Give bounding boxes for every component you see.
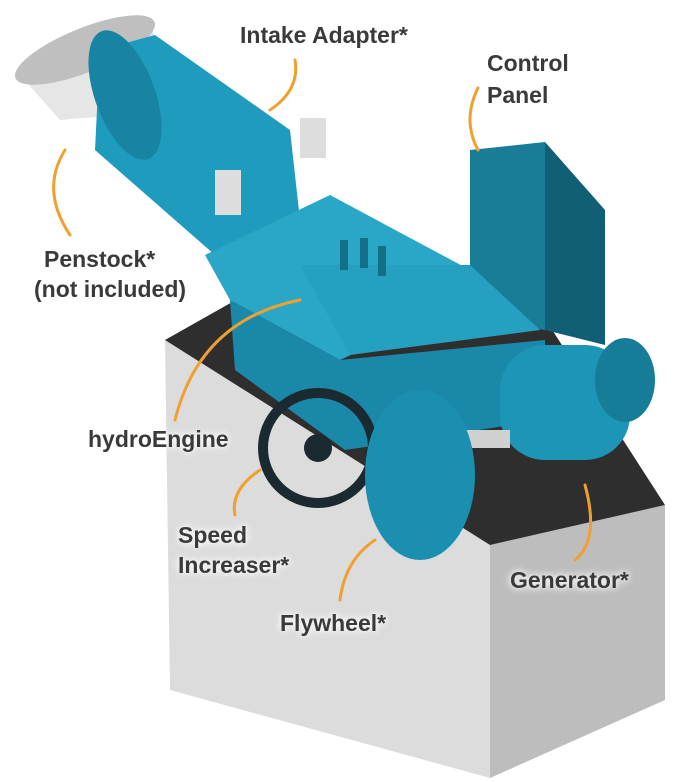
label-hydroengine: hydroEngine bbox=[88, 426, 229, 452]
label-speed-increaser-line2: Increaser* bbox=[178, 552, 290, 578]
intake-adapter bbox=[88, 30, 326, 255]
hydroengine-body bbox=[205, 195, 545, 450]
label-penstock-line1: Penstock* bbox=[44, 246, 156, 272]
flywheel bbox=[365, 390, 475, 560]
concrete-foundation-side bbox=[490, 505, 665, 778]
label-control-panel-line1: Control bbox=[487, 50, 569, 76]
label-flywheel: Flywheel* bbox=[280, 610, 387, 636]
generator bbox=[440, 338, 655, 460]
label-intake-adapter: Intake Adapter* bbox=[240, 22, 408, 48]
label-control-panel-line2: Panel bbox=[487, 82, 549, 108]
label-generator: Generator* bbox=[510, 567, 629, 593]
concrete-foundation-front bbox=[165, 340, 490, 778]
label-speed-increaser-line1: Speed bbox=[178, 522, 248, 548]
leader-lines bbox=[52, 58, 593, 602]
label-penstock-line2: (not included) bbox=[34, 276, 187, 302]
